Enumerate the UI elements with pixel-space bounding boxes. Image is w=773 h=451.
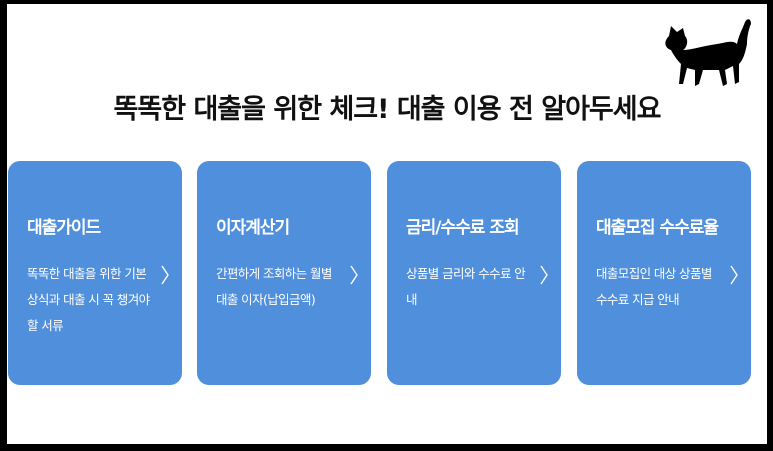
cat-silhouette-icon: [665, 19, 751, 86]
page-frame: 똑똑한 대출을 위한 체크! 대출 이용 전 알아두세요 대출가이드 똑똑한 대…: [7, 4, 767, 444]
card-loan-guide[interactable]: 대출가이드 똑똑한 대출을 위한 기본 상식과 대출 시 꼭 챙겨야 할 서류: [8, 161, 182, 385]
chevron-right-icon: [350, 265, 358, 285]
card-title: 대출모집 수수료율: [596, 218, 719, 238]
card-description: 똑똑한 대출을 위한 기본 상식과 대출 시 꼭 챙겨야 할 서류: [27, 266, 150, 333]
card-interest-calculator[interactable]: 이자계산기 간편하게 조회하는 월별 대출 이자(납입금액): [197, 161, 371, 385]
card-description: 상품별 금리와 수수료 안내: [406, 266, 526, 307]
chevron-right-icon: [730, 265, 738, 285]
card-description: 간편하게 조회하는 월별 대출 이자(납입금액): [216, 266, 332, 307]
card-list: 대출가이드 똑똑한 대출을 위한 기본 상식과 대출 시 꼭 챙겨야 할 서류 …: [7, 161, 767, 385]
page-title: 똑똑한 대출을 위한 체크! 대출 이용 전 알아두세요: [113, 94, 662, 125]
chevron-right-icon: [540, 265, 548, 285]
card-title: 이자계산기: [216, 218, 290, 238]
chevron-right-icon: [161, 265, 169, 285]
card-description: 대출모집인 대상 상품별 수수료 지급 안내: [596, 266, 712, 307]
card-broker-fee-rate[interactable]: 대출모집 수수료율 대출모집인 대상 상품별 수수료 지급 안내: [577, 161, 751, 385]
card-title: 대출가이드: [27, 218, 101, 238]
card-rate-fee-lookup[interactable]: 금리/수수료 조회 상품별 금리와 수수료 안내: [387, 161, 561, 385]
card-title: 금리/수수료 조회: [406, 218, 520, 238]
